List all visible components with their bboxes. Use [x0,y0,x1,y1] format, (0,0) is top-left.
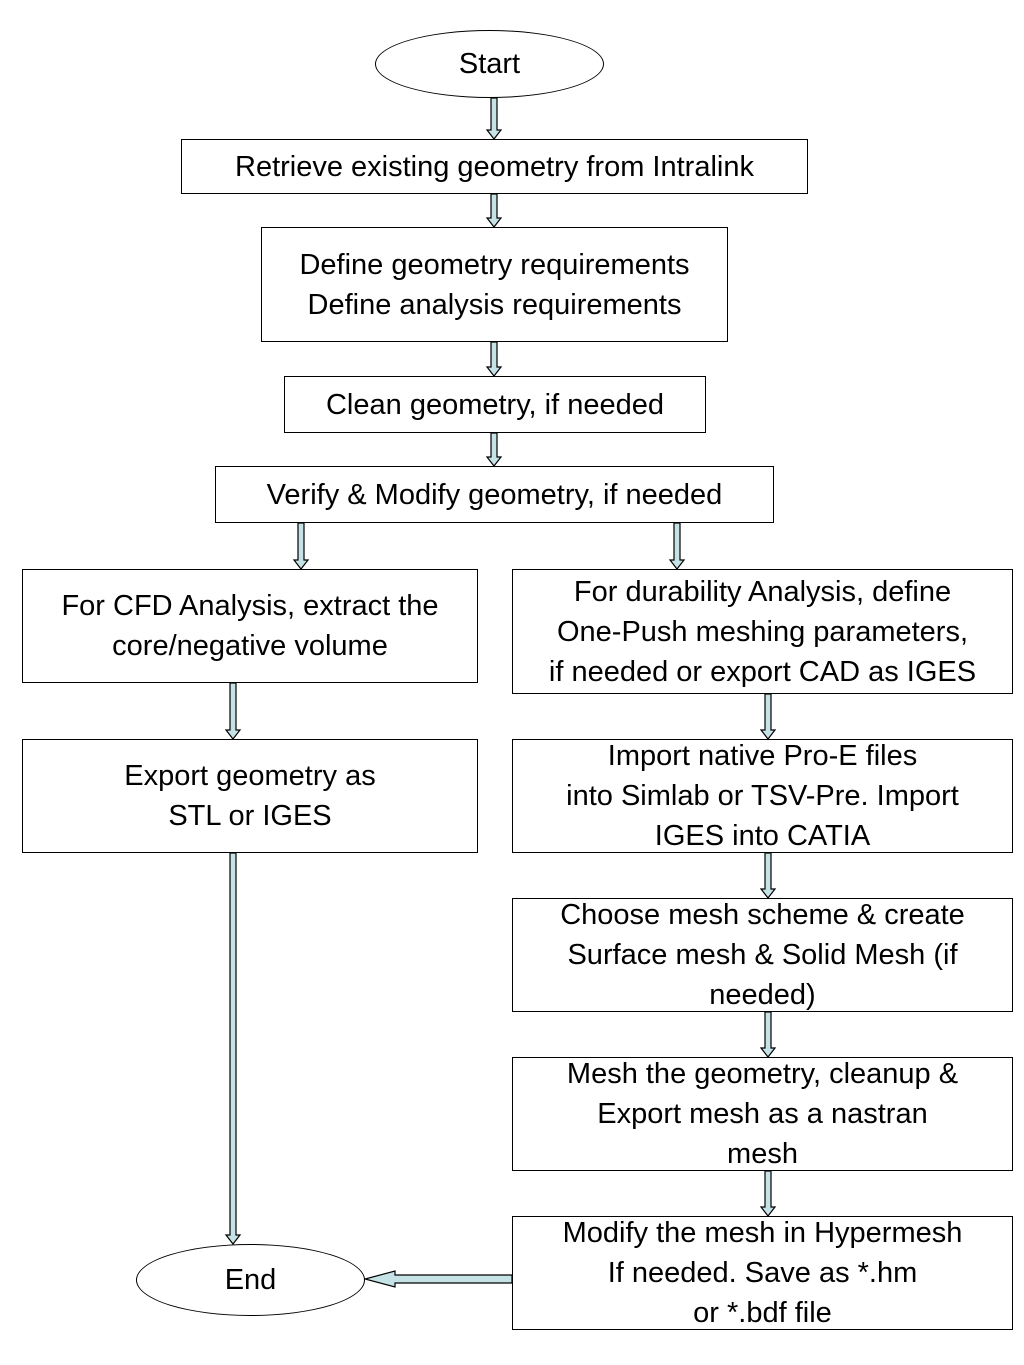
choose-mesh-label: Choose mesh scheme & create Surface mesh… [560,899,965,1011]
end-node: End [136,1244,365,1316]
arrow-verify-to-durability [668,522,686,570]
arrow-layer [224,97,777,1288]
end-label: End [224,1264,277,1296]
cfd-analysis-label: For CFD Analysis, extract the core/negat… [61,590,439,662]
arrow-clean-to-verify [485,432,503,467]
arrow-export-to-end [224,852,242,1245]
durability-analysis-box: For durability Analysis, define One-Push… [512,569,1013,694]
arrow-modify-to-end [362,1270,513,1288]
import-native-box: Import native Pro-E files into Simlab or… [512,739,1013,853]
export-stl-box: Export geometry as STL or IGES [22,739,478,853]
modify-mesh-box: Modify the mesh in Hypermesh If needed. … [512,1216,1013,1330]
arrow-start-to-retrieve [485,97,503,140]
durability-analysis-label: For durability Analysis, define One-Push… [548,575,977,688]
mesh-geometry-box: Mesh the geometry, cleanup & Export mesh… [512,1057,1013,1171]
arrow-verify-to-cfd [292,522,310,570]
mesh-geometry-label: Mesh the geometry, cleanup & Export mesh… [566,1058,959,1170]
verify-modify-label: Verify & Modify geometry, if needed [266,478,723,511]
start-label: Start [458,48,521,80]
define-requirements-box: Define geometry requirements Define anal… [261,227,728,342]
retrieve-geometry-label: Retrieve existing geometry from Intralin… [235,150,754,183]
arrow-choose-to-mesh [759,1011,777,1058]
define-requirements-label: Define geometry requirements Define anal… [299,248,690,321]
export-stl-label: Export geometry as STL or IGES [124,760,376,832]
choose-mesh-box: Choose mesh scheme & create Surface mesh… [512,898,1013,1012]
clean-geometry-label: Clean geometry, if needed [325,388,664,421]
clean-geometry-box: Clean geometry, if needed [284,376,706,433]
arrow-cfd-to-export [224,682,242,740]
cfd-analysis-box: For CFD Analysis, extract the core/negat… [22,569,478,683]
arrow-durability-to-import [759,693,777,740]
arrow-retrieve-to-define [485,193,503,228]
verify-modify-box: Verify & Modify geometry, if needed [215,466,774,523]
start-node: Start [375,30,604,98]
modify-mesh-label: Modify the mesh in Hypermesh If needed. … [562,1217,963,1329]
retrieve-geometry-box: Retrieve existing geometry from Intralin… [181,139,808,194]
arrow-mesh-to-modify [759,1170,777,1217]
import-native-label: Import native Pro-E files into Simlab or… [566,740,959,852]
arrow-define-to-clean [485,341,503,377]
arrow-import-to-choose [759,852,777,899]
